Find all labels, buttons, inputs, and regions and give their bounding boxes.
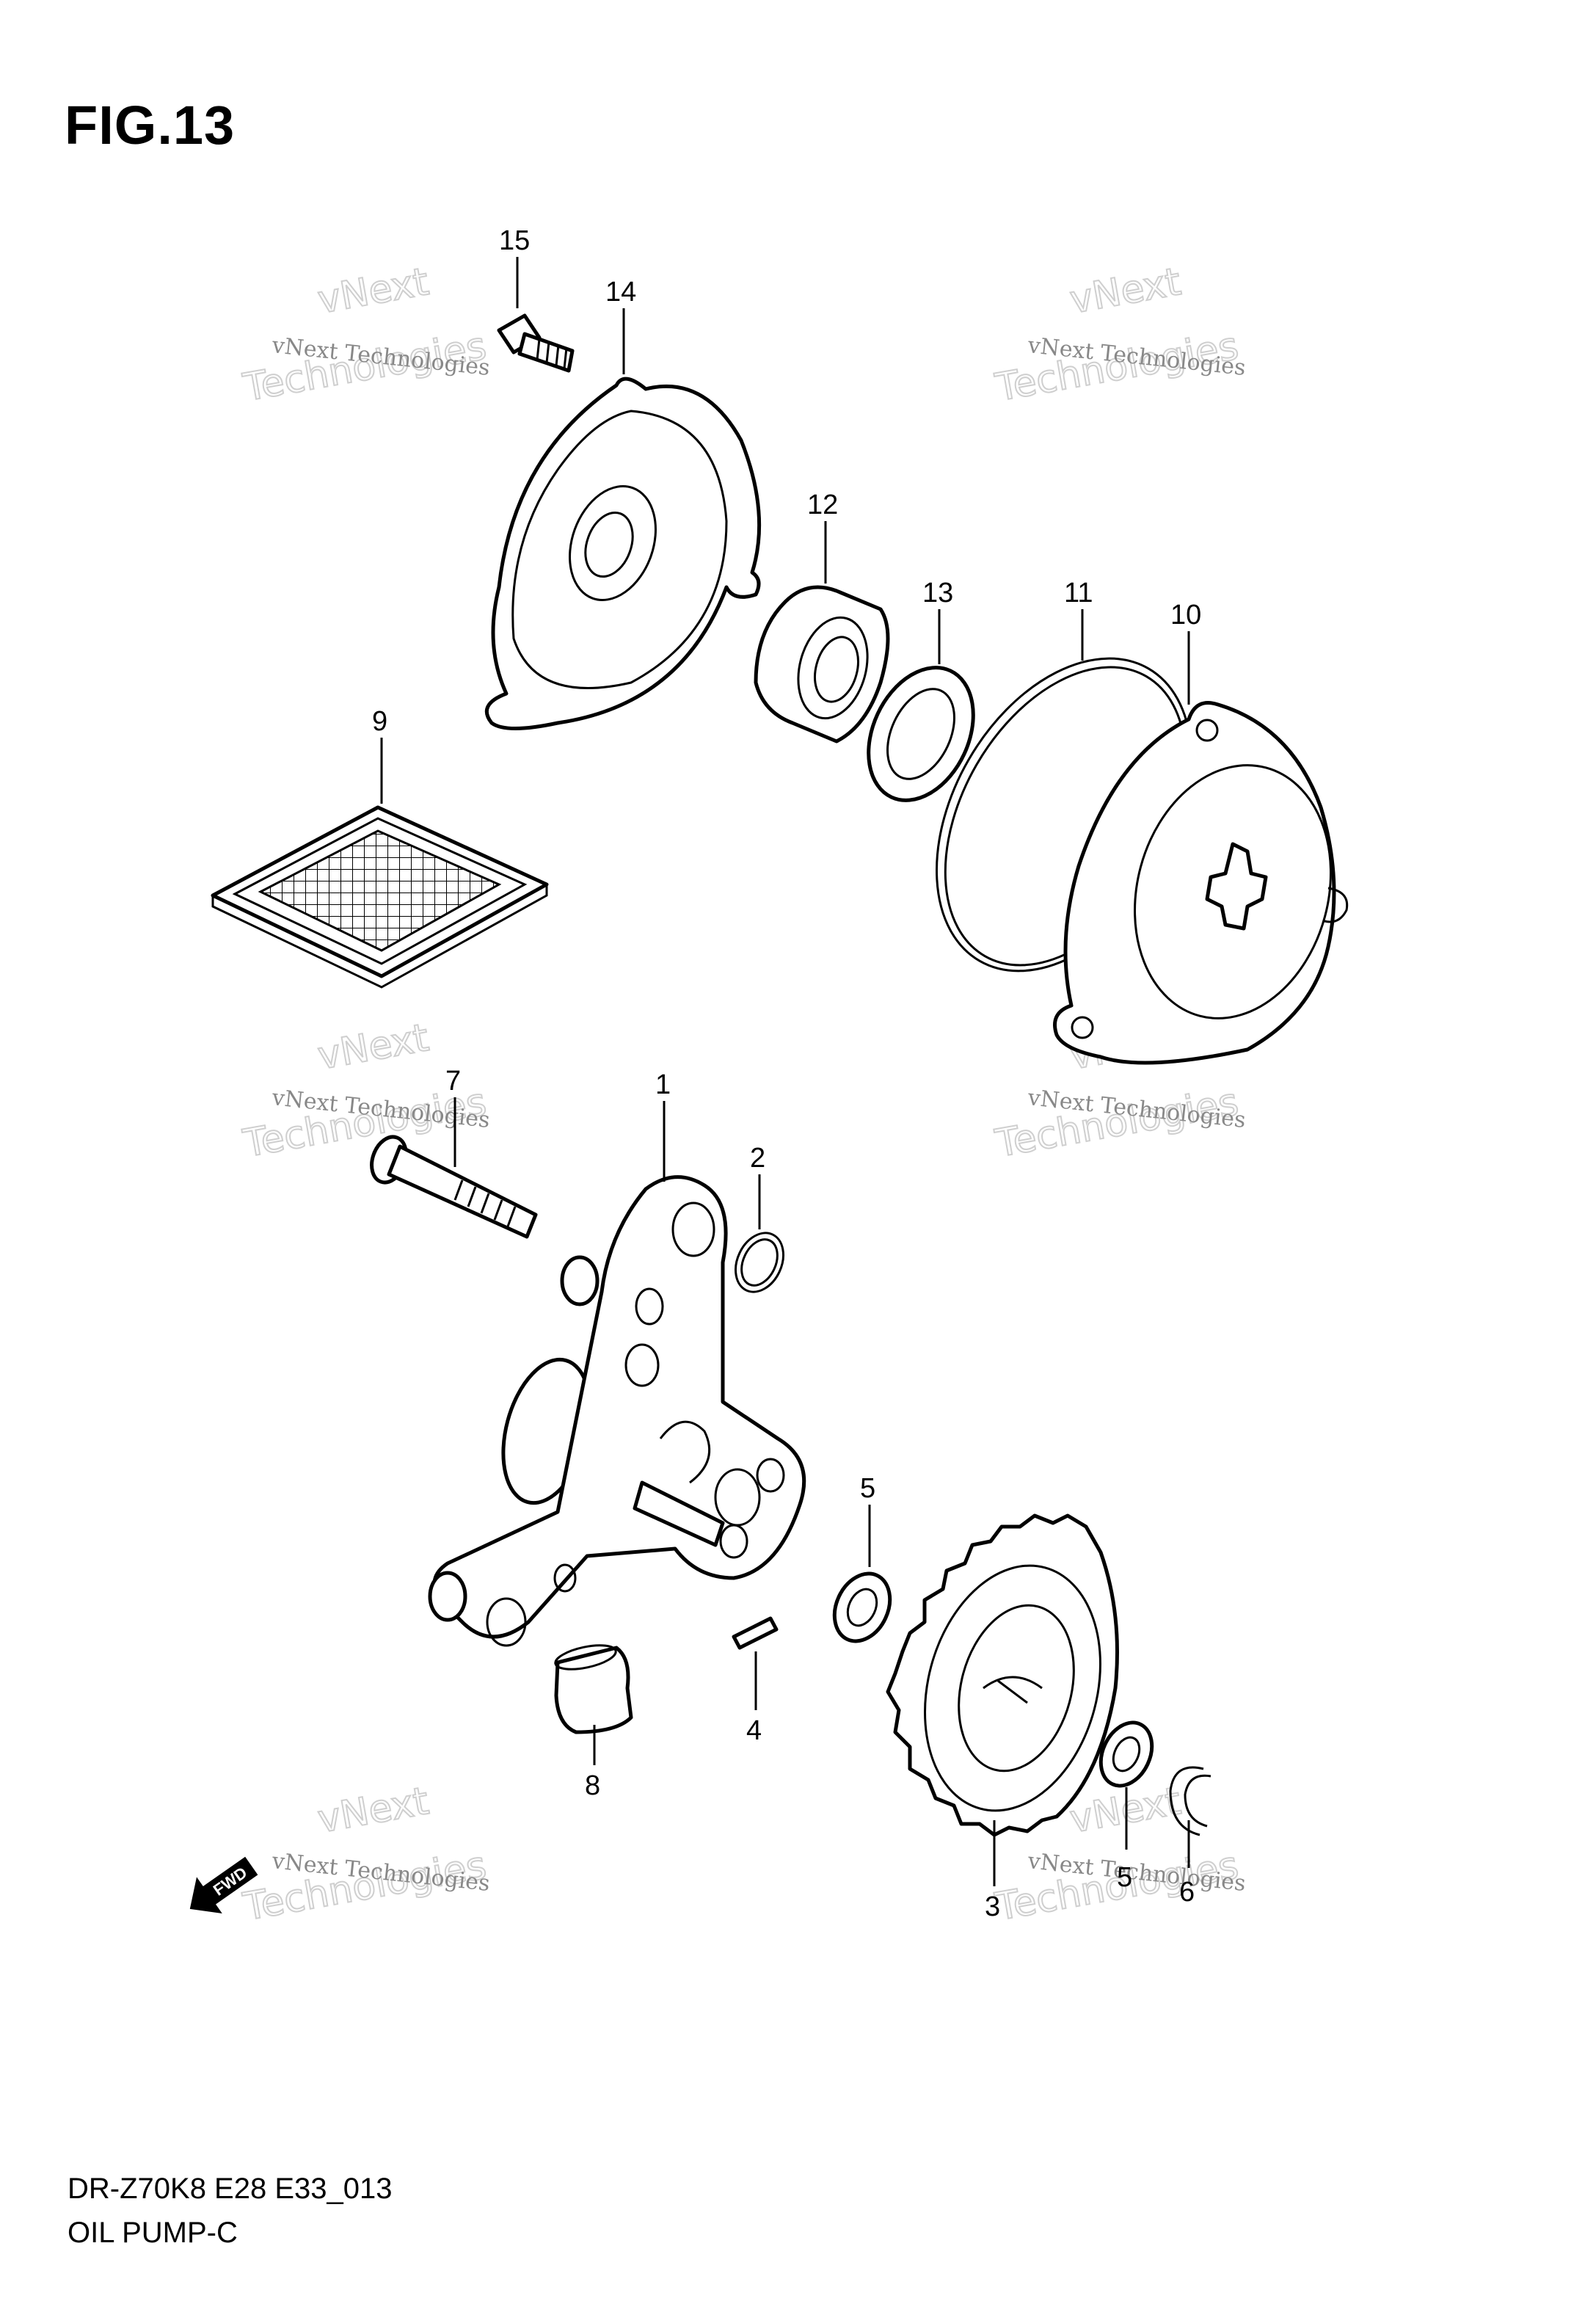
watermark-vnext: vNext [315,260,432,322]
part-1-oil-pump-body [428,1175,806,1647]
watermark-vnext: vNext [315,1016,432,1078]
part-7-bolt [370,1135,538,1239]
watermark-group-2: vNext Technologies [991,259,1242,411]
part-13-washer [867,666,975,802]
part-3-gear [886,1513,1119,1837]
part-14-pump-cover [484,377,762,730]
part-8-dowel [554,1644,633,1734]
part-5-washer-lower [1098,1720,1154,1788]
callout-14: 14 [605,277,636,308]
watermark-vnext: vNext [315,1779,432,1842]
callout-1: 1 [655,1069,671,1100]
callout-11: 11 [1064,578,1093,608]
callout-7: 7 [445,1066,461,1097]
part-6-circlip [1169,1766,1211,1836]
footer-model-code: DR-Z70K8 E28 E33_013 [68,2173,393,2205]
part-15-bolt [497,313,575,373]
callout-13: 13 [922,578,953,608]
callout-10: 10 [1170,600,1201,630]
callout-6: 6 [1179,1877,1195,1908]
part-9-oil-strainer [211,805,549,989]
figure-title: FIG.13 [65,95,236,156]
watermark-group-1: vNext Technologies [239,259,490,411]
part-5-washer [832,1571,892,1643]
callout-5-upper: 5 [860,1473,875,1504]
callout-15: 15 [499,225,530,256]
part-10-pump-housing [1053,701,1349,1065]
part-4-pin [732,1616,779,1650]
callout-12: 12 [807,490,838,520]
callout-9: 9 [372,706,387,737]
callout-4: 4 [746,1715,762,1746]
watermark-group-5: vNext Technologies [239,1778,490,1930]
callout-5-lower: 5 [1117,1862,1132,1893]
part-12-oil-seal [754,585,890,744]
watermark-vnext: vNext [1067,260,1184,322]
footer-section-name: OIL PUMP-C [68,2217,238,2249]
callout-3: 3 [985,1891,1000,1922]
callout-2: 2 [750,1143,765,1174]
part-2-o-ring [735,1232,784,1293]
callout-8: 8 [585,1770,600,1801]
